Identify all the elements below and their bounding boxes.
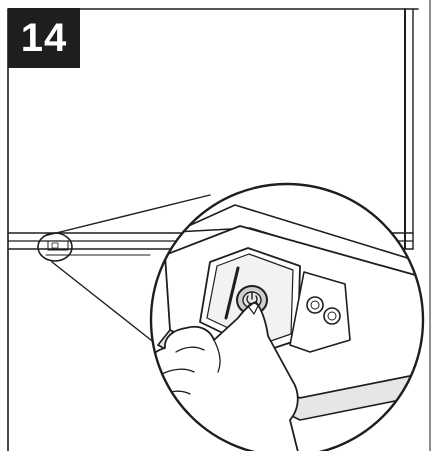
panel-lip-edge <box>157 329 171 346</box>
panel-miniature <box>47 240 69 251</box>
indicator-light-left <box>306 296 324 314</box>
step-number: 14 <box>20 15 68 60</box>
indicator-light-right-inner <box>327 311 337 321</box>
highlight-ellipse <box>37 232 73 262</box>
finger-crease-2 <box>161 368 195 375</box>
highlight-region <box>37 232 73 262</box>
magnifier-ring <box>149 182 425 451</box>
finger-crease-1 <box>175 346 205 353</box>
indicator-light-left-inner <box>310 300 320 310</box>
callout-leader-lower <box>51 261 171 356</box>
knuckle-line <box>213 339 221 373</box>
fingernail <box>247 302 259 315</box>
step-number-badge: 14 <box>8 8 80 68</box>
panel-miniature-button <box>51 242 59 249</box>
callout-leader-upper <box>43 194 211 237</box>
button-slot <box>224 266 240 320</box>
indicator-light-right <box>323 307 341 325</box>
